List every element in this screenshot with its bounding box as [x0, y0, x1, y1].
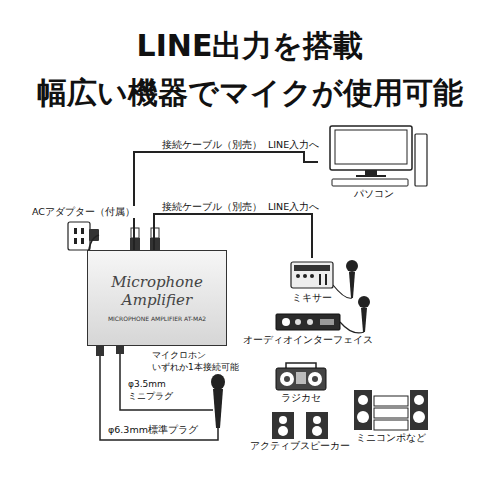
device-label: ラジカセ	[280, 392, 322, 404]
device-node: ミニコンポなど	[352, 386, 430, 444]
drawing-part	[284, 376, 290, 382]
drawing-part	[325, 274, 327, 285]
device-label: ミキサー	[291, 292, 333, 304]
drawing-part	[361, 308, 367, 332]
drawing-part	[374, 420, 408, 430]
drawing-part	[295, 319, 301, 325]
drawing-part	[358, 296, 370, 308]
callout-label: φ6.3mm標準プラグ	[106, 424, 200, 436]
drawing-part	[415, 134, 427, 186]
drawing-part	[349, 272, 355, 298]
device-label: ミニコンポなど	[355, 432, 427, 444]
drawing-part	[333, 285, 352, 298]
device-icon	[283, 258, 341, 292]
drawing-part	[308, 372, 322, 386]
amplifier-box: Microphone AmplifierMICROPHONE AMPLIFIER…	[87, 250, 227, 346]
device-icon	[240, 310, 375, 334]
drawing-part	[413, 411, 425, 423]
drawing-part	[320, 319, 334, 325]
drawing-part	[81, 228, 84, 234]
device-label: オーディオインターフェイス	[242, 334, 374, 346]
callout-label: LINE入力へ	[266, 139, 321, 151]
device-node: ミキサー	[283, 258, 341, 304]
drawing-part	[296, 274, 300, 278]
title: LINE出力を搭載 幅広い機器でマイクが使用可能	[0, 22, 500, 116]
callout-label: LINE入力へ	[266, 201, 321, 213]
edge-label: 接続ケーブル（別売）	[160, 201, 264, 213]
device-node: オーディオインターフェイス	[240, 310, 376, 346]
drawing-part	[306, 412, 328, 439]
drawing-part	[374, 408, 408, 418]
device-icon	[318, 124, 430, 188]
drawing-part	[346, 260, 358, 272]
drawing-part	[319, 274, 321, 285]
drawing-part	[74, 238, 77, 244]
callout-label: φ3.5mm ミニプラグ	[126, 378, 192, 402]
device-node: パソコン	[318, 124, 430, 200]
drawing-part	[296, 372, 306, 384]
drawing-part	[291, 262, 333, 288]
drawing-part	[278, 426, 288, 436]
device-node: アクティブスピーカー	[247, 410, 353, 452]
drawing-part	[213, 389, 223, 428]
drawing-part	[340, 322, 364, 333]
device-label: アクティブスピーカー	[249, 440, 351, 452]
drawing-part	[335, 130, 407, 164]
device-node: ラジカセ	[270, 360, 332, 404]
drawing-part	[374, 396, 408, 406]
drawing-part	[272, 412, 294, 439]
drawing-part	[357, 411, 369, 423]
drawing-part	[354, 390, 372, 430]
product-name: Microphone Amplifier	[94, 273, 220, 309]
drawing-part	[312, 426, 322, 436]
drawing-part	[280, 372, 294, 386]
device-icon	[250, 410, 350, 440]
drawing-part	[310, 274, 314, 278]
drawing-part	[330, 126, 412, 170]
drawing-part	[286, 363, 316, 368]
drawing-part	[279, 416, 287, 424]
drawing-part	[81, 238, 84, 244]
drawing-part	[307, 319, 313, 325]
drawing-part	[312, 376, 318, 382]
drawing-part	[358, 395, 368, 405]
drawing-part	[276, 314, 340, 330]
drawing-part	[211, 374, 225, 390]
callout-label: マイクロホン いずれか1本接続可能	[150, 349, 246, 373]
model-text: MICROPHONE AMPLIFIER AT-MA2	[108, 315, 206, 323]
drawing-part	[294, 265, 330, 271]
device-icon	[352, 386, 430, 432]
drawing-part	[303, 274, 307, 278]
drawing-part	[68, 222, 90, 250]
drawing-part	[410, 390, 428, 430]
drawing-part	[282, 318, 290, 326]
drawing-part	[313, 416, 321, 424]
drawing-part	[356, 175, 386, 177]
drawing-part	[414, 395, 424, 405]
drawing-part	[74, 228, 77, 234]
drawing-part	[116, 346, 124, 354]
drawing-part	[332, 179, 408, 186]
drawing-part	[276, 368, 326, 390]
callout-label: ACアダプター（付属）	[30, 206, 137, 218]
device-icon	[270, 360, 332, 392]
edge-label: 接続ケーブル（別売）	[160, 139, 264, 151]
drawing-part	[96, 346, 104, 356]
device-label: パソコン	[353, 188, 395, 200]
